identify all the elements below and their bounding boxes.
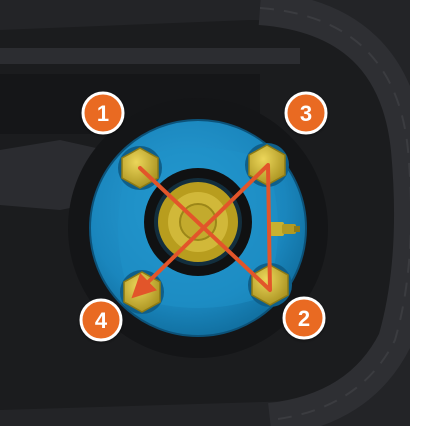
- badge-4: 4: [81, 300, 121, 340]
- badge-3-label: 3: [300, 101, 312, 126]
- badge-1: 1: [83, 93, 123, 133]
- badge-1-label: 1: [97, 101, 109, 126]
- bolt-bottom-left: [120, 270, 164, 314]
- badge-3: 3: [286, 93, 326, 133]
- badge-2: 2: [284, 298, 324, 338]
- badge-4-label: 4: [95, 308, 108, 333]
- top-rail: [0, 48, 300, 64]
- badge-2-label: 2: [298, 306, 310, 331]
